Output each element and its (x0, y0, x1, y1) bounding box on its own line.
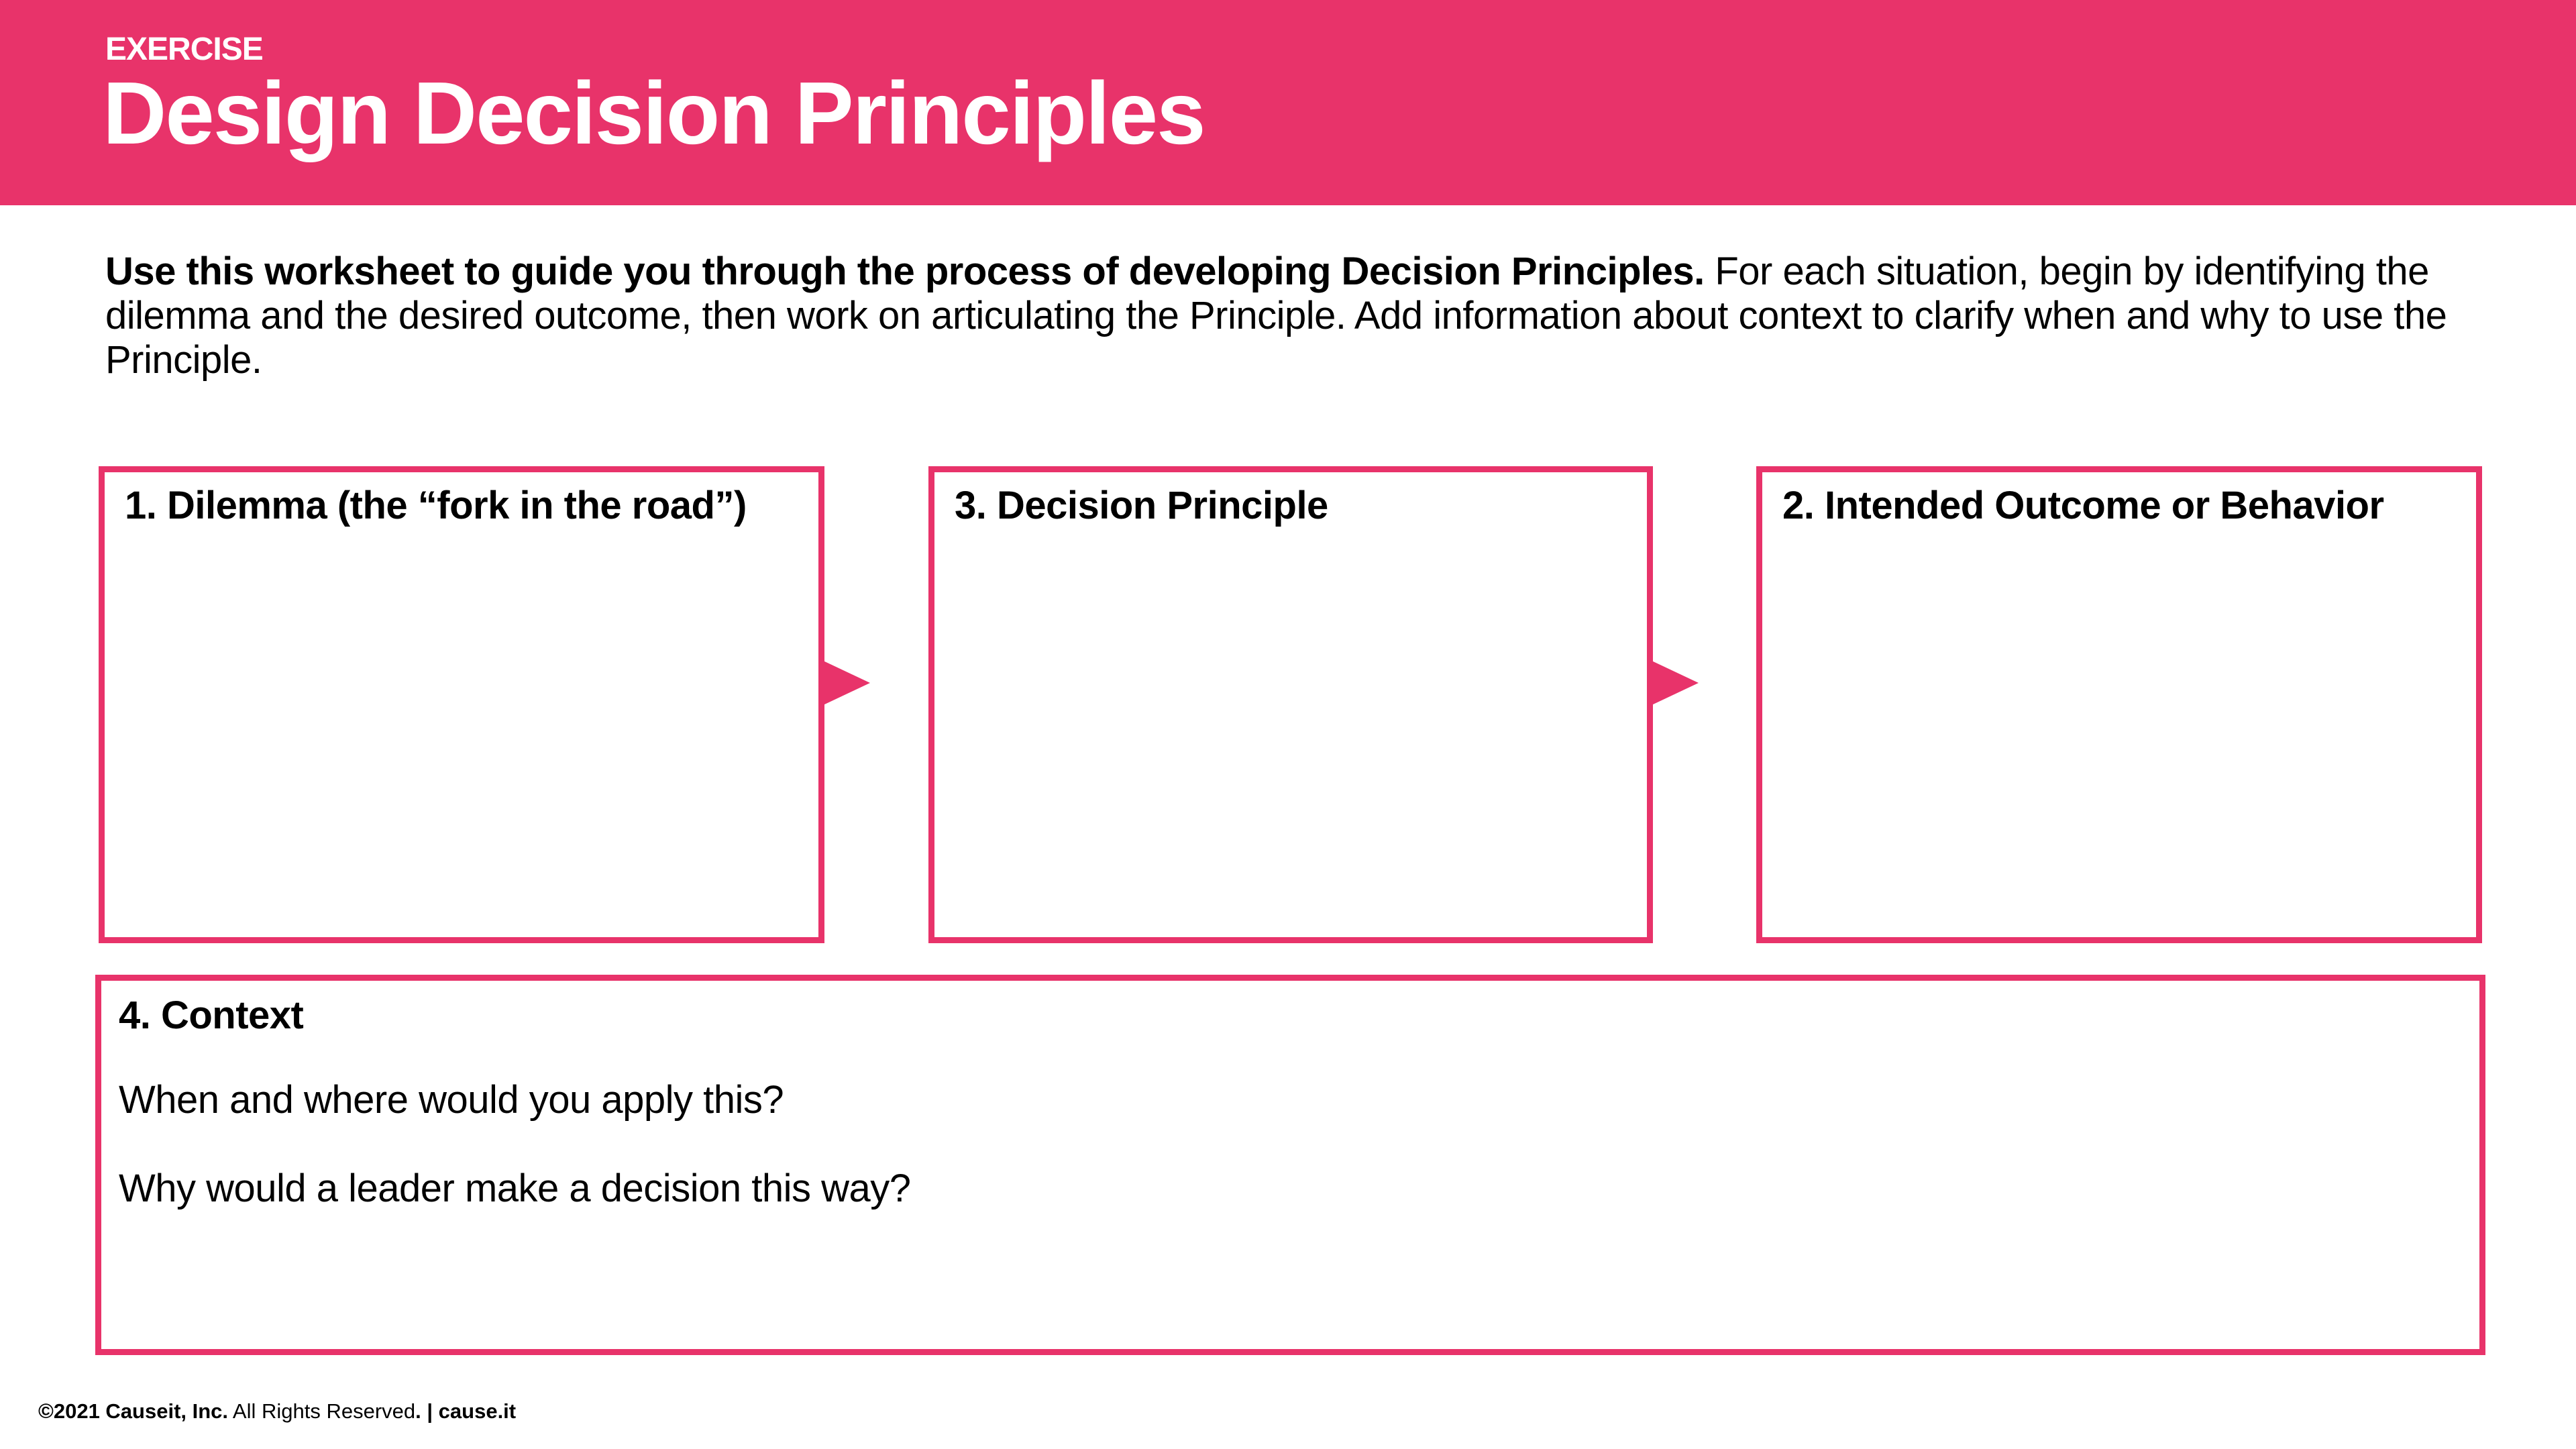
dilemma-title: 1. Dilemma (the “fork in the road”) (125, 484, 747, 527)
context-question-when: When and where would you apply this? (119, 1078, 784, 1122)
dilemma-box[interactable]: 1. Dilemma (the “fork in the road”) (99, 466, 824, 943)
arrow-right-icon (822, 660, 870, 706)
footer-separator: . | (415, 1399, 439, 1423)
context-title: 4. Context (119, 994, 304, 1037)
intro-paragraph: Use this worksheet to guide you through … (105, 250, 2493, 382)
intended-outcome-title: 2. Intended Outcome or Behavior (1782, 484, 2384, 527)
footer: ©2021 Causeit, Inc. All Rights Reserved.… (38, 1399, 516, 1424)
header-banner: EXERCISE Design Decision Principles (0, 0, 2576, 205)
arrow-right-icon (1650, 660, 1699, 706)
decision-principle-title: 3. Decision Principle (955, 484, 1328, 527)
eyebrow-label: EXERCISE (105, 32, 264, 67)
context-box[interactable]: 4. Context When and where would you appl… (95, 975, 2485, 1355)
intended-outcome-box[interactable]: 2. Intended Outcome or Behavior (1756, 466, 2482, 943)
footer-site-link[interactable]: cause.it (438, 1399, 517, 1423)
footer-rights: All Rights Reserved (228, 1399, 416, 1423)
intro-regular: For each situation, begin by identifying… (105, 250, 2447, 382)
footer-copyright: ©2021 Causeit, Inc. (38, 1399, 229, 1423)
decision-principle-box[interactable]: 3. Decision Principle (928, 466, 1653, 943)
page-title: Design Decision Principles (103, 64, 1206, 162)
intro-bold: Use this worksheet to guide you through … (105, 250, 1705, 293)
context-question-why: Why would a leader make a decision this … (119, 1167, 911, 1210)
